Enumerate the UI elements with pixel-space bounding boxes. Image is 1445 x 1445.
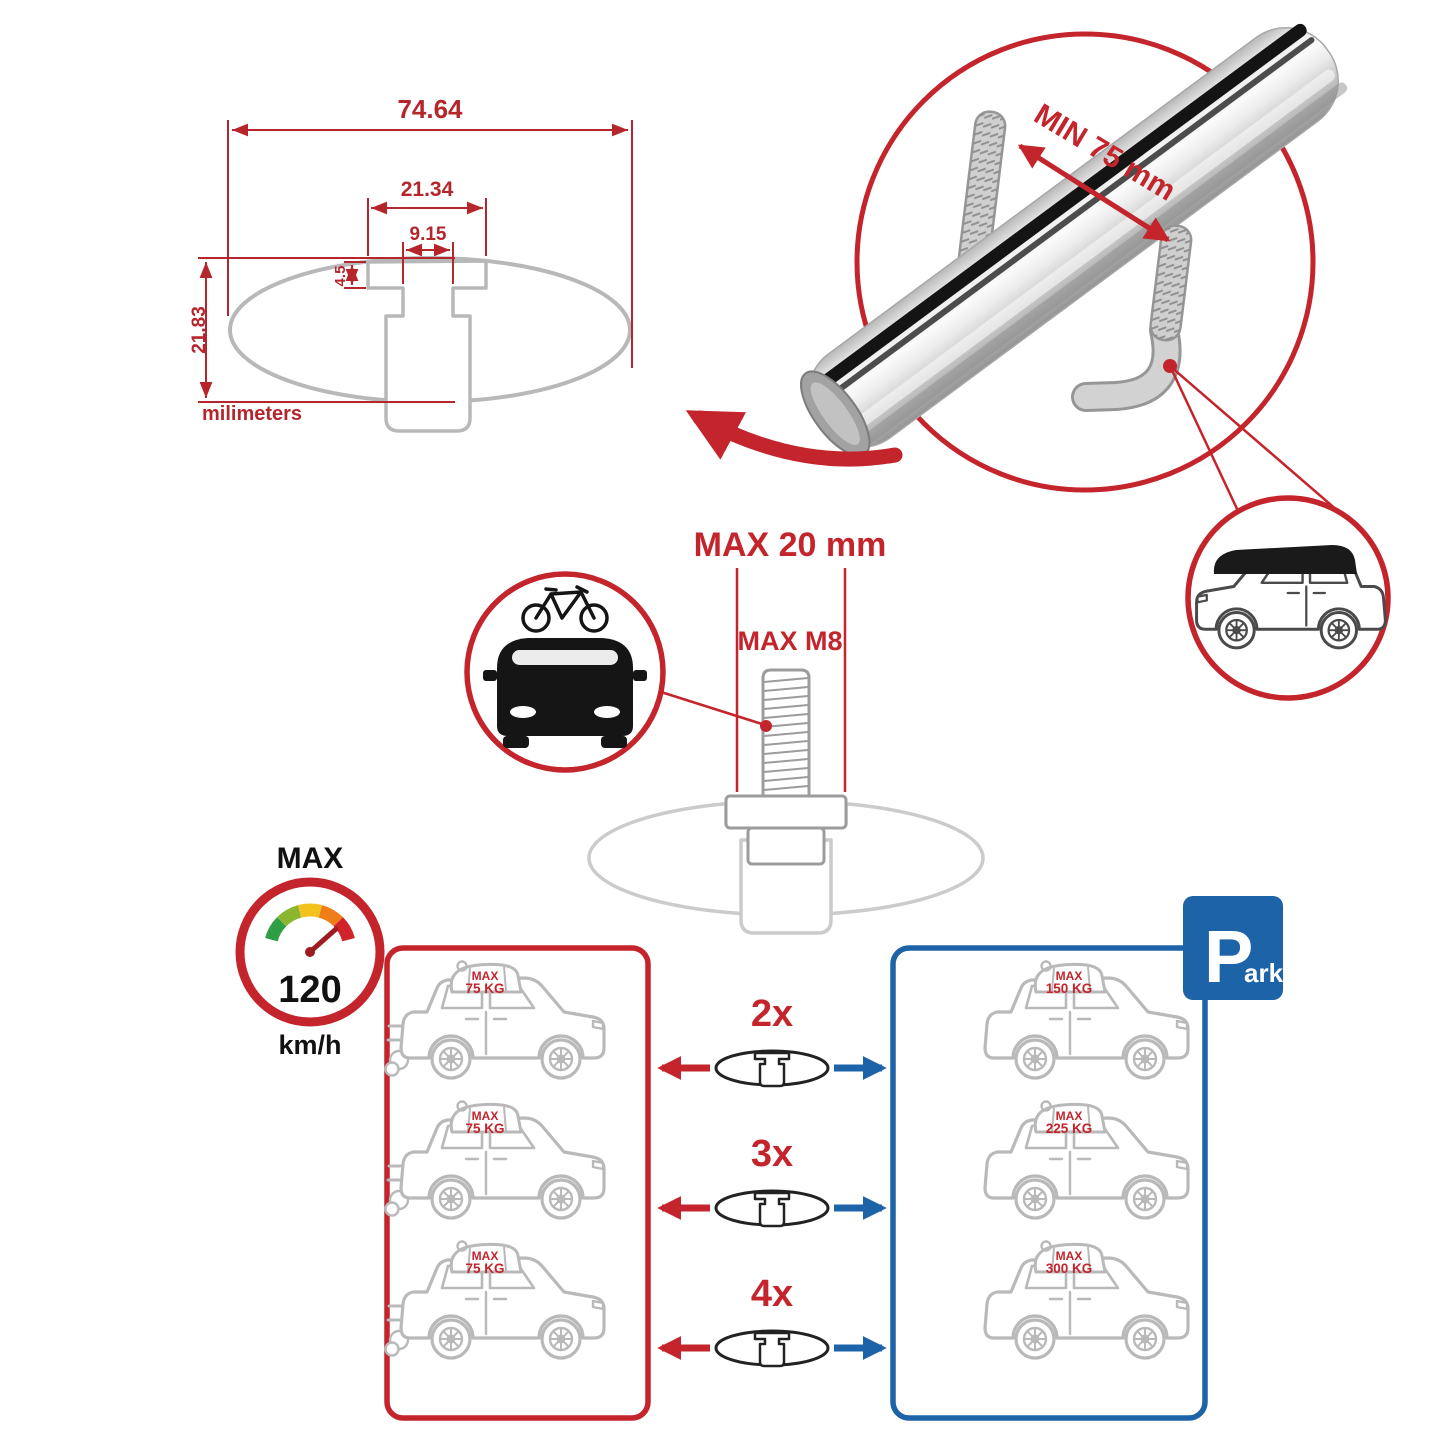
gauge-pivot: [305, 947, 315, 957]
gauge-needle: [307, 926, 339, 955]
max-length-label: MAX 20 mm: [694, 526, 887, 564]
driving-load-panel: MAX 75 KG MAX 75 KG MAX 75 KG: [384, 945, 651, 1421]
dim-total-width: 74.64: [397, 94, 463, 124]
speed-limit-gauge: MAX 120 km/h: [235, 842, 385, 1060]
dim-outer-slot-width: 21.34: [401, 178, 454, 201]
parked-load-2-line2: 225 KG: [1046, 1121, 1093, 1136]
parked-load-3-line1: MAX: [1056, 1249, 1083, 1263]
max-thread-label: MAX M8: [737, 626, 842, 656]
speed-max-label: MAX: [277, 842, 344, 875]
callout-line-2: [1169, 365, 1339, 512]
gauge-arc: [265, 903, 355, 942]
car-front-icon: [483, 638, 647, 748]
bolt-callout-dot: [760, 720, 772, 732]
roof-box-icon: [1213, 545, 1357, 574]
crossbar-section-icon: [714, 1189, 830, 1228]
profile-t-slot: [366, 259, 488, 433]
driving-load-3-line1: MAX: [472, 1249, 499, 1263]
speed-unit: km/h: [278, 1030, 341, 1060]
section-pointer-arrow: [685, 410, 903, 467]
dim-lip-depth: 4.5: [332, 266, 349, 287]
suv-roofbox-badge: [1185, 495, 1391, 701]
dimension-lines: [198, 120, 633, 403]
crossbar-section-icon: [714, 1329, 830, 1368]
crossbar-quantity-legend: 2x 3x 4x: [657, 993, 887, 1368]
speed-value: 120: [278, 969, 341, 1011]
driving-load-2-line1: MAX: [472, 1109, 499, 1123]
parking-sign-board: [1183, 896, 1283, 1000]
units-note: milimeters: [202, 403, 302, 425]
driving-load-2-line2: 75 KG: [465, 1121, 504, 1136]
clamp-bend: [1074, 318, 1179, 409]
parking-sign-letter: P: [1204, 915, 1253, 998]
parked-load-2-line1: MAX: [1056, 1109, 1083, 1123]
clamp-leg-front: [1149, 224, 1193, 342]
bolt-callout-line: [660, 690, 763, 726]
crossbar-closeup: MIN 75 mm: [685, 23, 1348, 512]
parking-sign-suffix: ark: [1244, 958, 1284, 988]
quantity-label-3: 4x: [751, 1273, 793, 1315]
driving-load-1-line2: 75 KG: [465, 981, 504, 996]
driving-load-3-line2: 75 KG: [465, 1261, 504, 1276]
min-span-arrow: [1017, 143, 1171, 243]
slot-profile-channel: [724, 802, 848, 935]
quantity-label-1: 2x: [751, 993, 793, 1035]
bike-carrier-badge: [464, 571, 666, 773]
driving-load-1-line1: MAX: [472, 969, 499, 983]
parked-load-panel: MAX 150 KG MAX 225 KG MAX 300 KG: [890, 945, 1208, 1421]
dim-total-height: 21.83: [189, 306, 210, 354]
bicycle-icon: [521, 585, 609, 633]
parked-load-1-line1: MAX: [1056, 969, 1083, 983]
crossbar-section-icon: [714, 1049, 830, 1088]
parking-sign: P ark: [1183, 896, 1284, 1000]
t-bolt-icon: [724, 668, 848, 866]
bolt-spec-diagram: MAX 20 mm MAX M8: [587, 526, 985, 935]
dim-inner-slot-width: 9.15: [410, 224, 447, 245]
callout-line-1: [1168, 365, 1240, 512]
quantity-label-2: 3x: [751, 1133, 793, 1175]
crossbar-cross-section-diagram: 74.64 21.34 9.15 4.5 21.83 milimeters: [189, 94, 633, 433]
parked-load-1-line2: 150 KG: [1046, 981, 1093, 996]
parked-load-3-line2: 300 KG: [1046, 1261, 1093, 1276]
